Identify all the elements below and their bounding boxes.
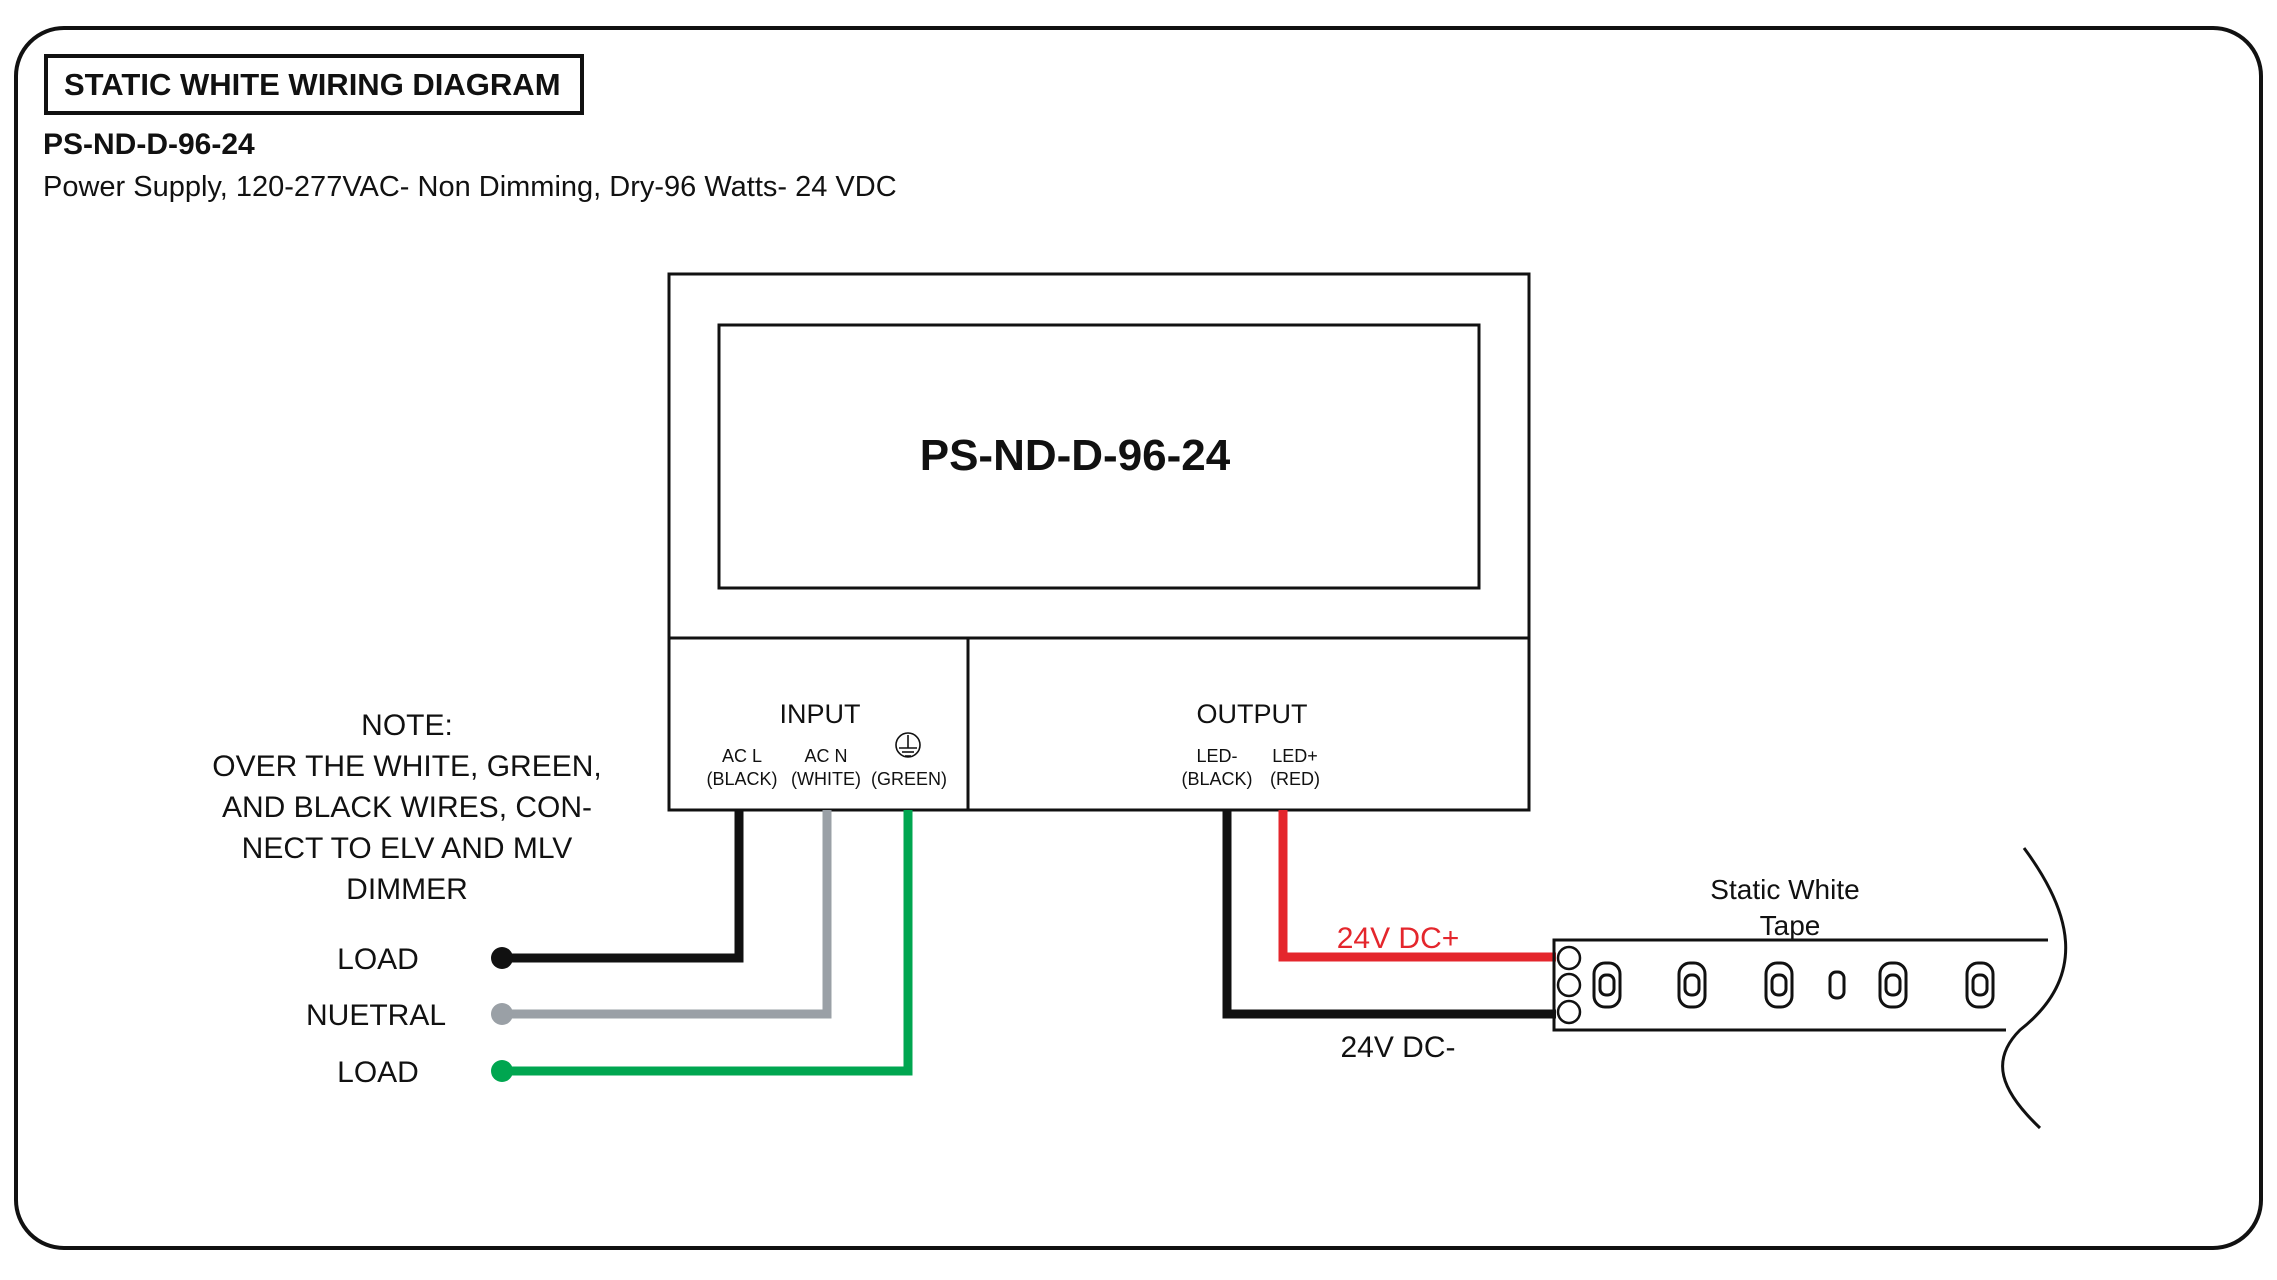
tape-cut-line	[2001, 847, 2068, 1130]
red-output-wire	[1278, 810, 1556, 962]
tape-label-line-1: Static White	[1710, 874, 1859, 905]
green-wire-terminal	[491, 1060, 513, 1082]
load-label-1: LOAD	[337, 943, 419, 976]
title-box	[44, 54, 584, 115]
led-chips	[1592, 961, 1995, 1009]
output-terminal-led-plus-name: LED+	[1272, 746, 1318, 766]
output-heading: OUTPUT	[1197, 699, 1308, 729]
input-terminal-ac-n-color: (WHITE)	[791, 769, 861, 789]
input-terminal-ac-n-name: AC N	[804, 746, 847, 766]
load-label-2: LOAD	[337, 1056, 419, 1089]
model-number: PS-ND-D-96-24	[43, 128, 255, 161]
power-supply-label-panel	[717, 323, 1481, 590]
tape-connector-pins	[1556, 945, 1582, 1025]
black-wire-terminal	[491, 947, 513, 969]
note-text: NOTE: OVER THE WHITE, GREEN, AND BLACK W…	[212, 709, 602, 906]
led-chip	[1965, 961, 1995, 1009]
diagram-title: STATIC WHITE WIRING DIAGRAM	[64, 67, 561, 102]
white-wire-terminal	[491, 1003, 513, 1025]
svg-text:OVER THE WHITE, GREEN,: OVER THE WHITE, GREEN,	[212, 750, 602, 783]
neutral-label: NUETRAL	[306, 999, 446, 1032]
negative-output-label: 24V DC-	[1340, 1031, 1455, 1064]
output-terminal-led-minus-name: LED-	[1196, 746, 1237, 766]
led-chip	[1764, 961, 1794, 1009]
white-input-wire	[502, 810, 832, 1019]
svg-text:AND BLACK WIRES, CON-: AND BLACK WIRES, CON-	[222, 791, 592, 824]
power-supply-body	[667, 272, 1531, 812]
ground-icon	[895, 732, 921, 758]
led-tape-strip	[1552, 938, 2048, 1032]
led-chip	[1878, 961, 1908, 1009]
svg-text:NECT TO ELV AND MLV: NECT TO ELV AND MLV	[242, 832, 573, 865]
tape-label-line-2: Tape	[1760, 910, 1821, 941]
green-input-wire	[502, 810, 913, 1076]
outer-frame	[14, 26, 2263, 1250]
svg-text:DIMMER: DIMMER	[346, 873, 468, 906]
input-terminal-ac-l-name: AC L	[722, 746, 762, 766]
positive-output-label: 24V DC+	[1337, 922, 1460, 955]
led-chip	[1592, 961, 1622, 1009]
input-terminal-ground-color: (GREEN)	[871, 769, 947, 789]
output-terminal-led-minus-color: (BLACK)	[1181, 769, 1252, 789]
input-heading: INPUT	[780, 699, 861, 729]
power-supply-label: PS-ND-D-96-24	[920, 431, 1231, 480]
input-terminal-ac-l-color: (BLACK)	[706, 769, 777, 789]
led-chip	[1677, 961, 1707, 1009]
svg-text:NOTE:: NOTE:	[361, 709, 453, 742]
resistor	[1828, 970, 1846, 1000]
product-description: Power Supply, 120-277VAC- Non Dimming, D…	[43, 171, 897, 203]
output-terminal-led-plus-color: (RED)	[1270, 769, 1320, 789]
black-output-wire	[1222, 810, 1556, 1019]
black-input-wire	[502, 810, 744, 963]
